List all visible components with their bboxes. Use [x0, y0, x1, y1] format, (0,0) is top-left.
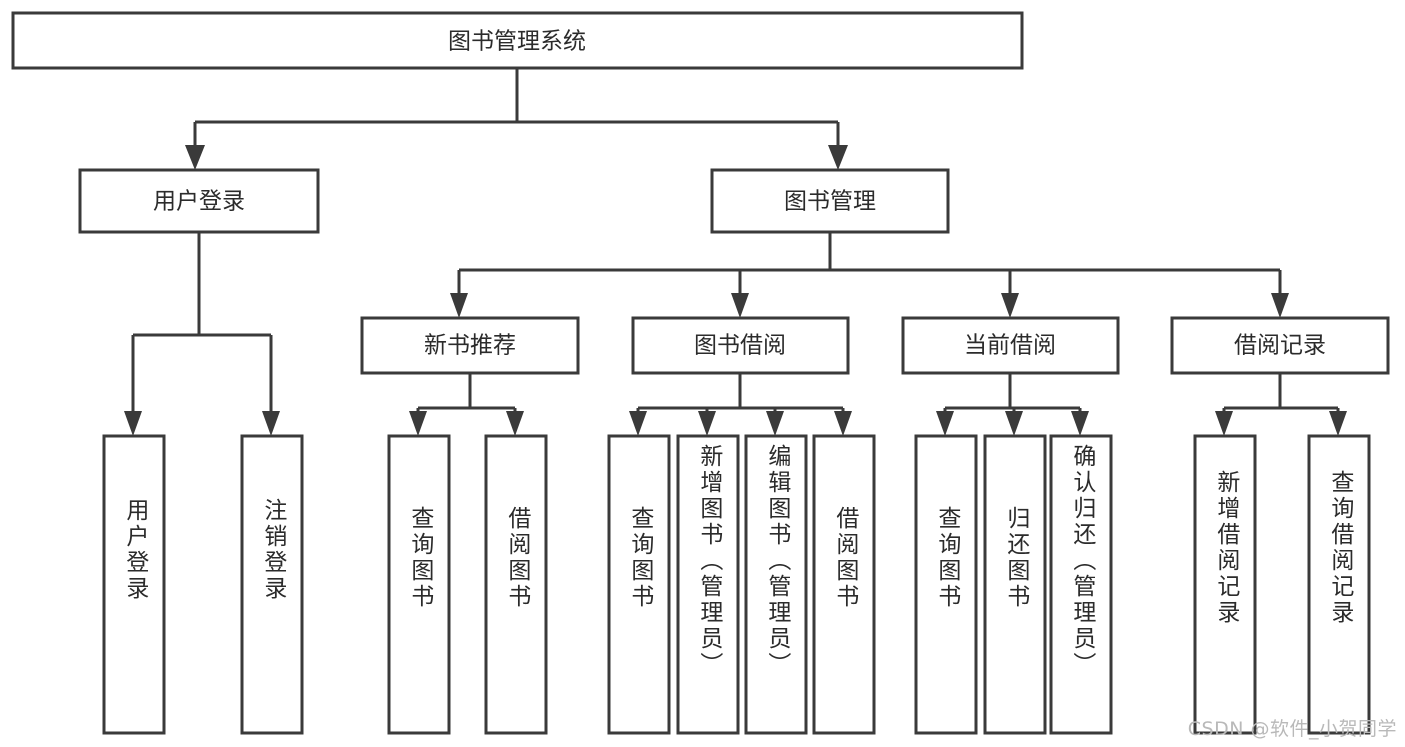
node-user-login[interactable]: 用户登录	[78, 168, 320, 234]
node-current-borrow-label: 当前借阅	[964, 333, 1056, 359]
node-new-book-recommend[interactable]: 新书推荐	[360, 316, 580, 375]
leaf-box-bb-add-book[interactable]	[676, 434, 740, 735]
connectors-book-manage-to-level2	[450, 232, 1289, 318]
node-current-borrow[interactable]: 当前借阅	[901, 316, 1120, 375]
arrow-head-book-borrow	[731, 293, 749, 318]
arrow-head-leaf-nb-borrow	[506, 411, 524, 436]
leaf-boxes-user-login	[102, 434, 304, 735]
connectors-new-book-to-leaves	[409, 373, 524, 436]
node-current-borrow-box[interactable]	[901, 316, 1120, 375]
node-new-book-recommend-box[interactable]	[360, 316, 580, 375]
node-new-book-recommend-label: 新书推荐	[424, 333, 516, 359]
leaf-box-br-query-record[interactable]	[1307, 434, 1371, 735]
node-root-box[interactable]	[11, 11, 1024, 70]
node-root-label: 图书管理系统	[448, 29, 586, 55]
arrow-head-leaf-bb-edit	[766, 411, 784, 436]
node-book-borrow[interactable]: 图书借阅	[631, 316, 850, 375]
node-borrow-record[interactable]: 借阅记录	[1170, 316, 1390, 375]
arrow-head-user-login	[185, 145, 205, 170]
leaf-box-logout[interactable]	[240, 434, 304, 735]
arrow-head-leaf-bb-add	[698, 411, 716, 436]
connectors-root-to-level1	[185, 68, 848, 170]
leaf-box-cb-confirm-return[interactable]	[1049, 434, 1113, 735]
node-user-login-label: 用户登录	[153, 189, 245, 215]
arrow-head-leaf-cb-query	[936, 411, 954, 436]
arrow-head-leaf-nb-query	[409, 411, 427, 436]
leaf-box-user-login[interactable]	[102, 434, 166, 735]
leaf-box-nb-borrow-book[interactable]	[484, 434, 548, 735]
arrow-head-leaf-bb-query	[629, 411, 647, 436]
arrow-head-leaf-cb-confirm	[1071, 411, 1089, 436]
connectors-borrow-record-to-leaves	[1215, 373, 1347, 436]
leaf-boxes-new-book-recommend	[387, 434, 548, 735]
node-book-borrow-label: 图书借阅	[694, 333, 786, 359]
leaf-boxes-book-borrow	[607, 434, 876, 735]
arrow-head-book-manage	[828, 145, 848, 170]
watermark: CSDN @软件_小贺同学	[1187, 718, 1397, 740]
node-borrow-record-box[interactable]	[1170, 316, 1390, 375]
leaf-boxes-borrow-record	[1193, 434, 1371, 735]
leaf-box-cb-query-book[interactable]	[914, 434, 978, 735]
connectors-current-borrow-to-leaves	[936, 373, 1089, 436]
leaf-box-br-add-record[interactable]	[1193, 434, 1257, 735]
node-book-manage-label: 图书管理	[784, 189, 876, 215]
arrow-head-borrow-record	[1271, 293, 1289, 318]
leaf-box-cb-return-book[interactable]	[983, 434, 1047, 735]
node-book-manage-box[interactable]	[710, 168, 950, 234]
leaf-box-bb-borrow-book[interactable]	[812, 434, 876, 735]
arrow-head-leaf-user-login	[124, 411, 142, 436]
node-borrow-record-label: 借阅记录	[1234, 333, 1326, 359]
connectors-user-login-to-leaves	[124, 232, 280, 436]
arrow-head-leaf-br-query	[1329, 411, 1347, 436]
leaf-box-bb-edit-book[interactable]	[744, 434, 808, 735]
node-book-manage[interactable]: 图书管理	[710, 168, 950, 234]
arrow-head-leaf-cb-return	[1005, 411, 1023, 436]
node-book-borrow-box[interactable]	[631, 316, 850, 375]
arrow-head-current-borrow	[1001, 293, 1019, 318]
arrow-head-leaf-logout	[262, 411, 280, 436]
leaf-box-nb-query-book[interactable]	[387, 434, 451, 735]
arrow-head-leaf-bb-borrow	[834, 411, 852, 436]
leaf-boxes-current-borrow	[914, 434, 1113, 735]
arrow-head-leaf-br-add	[1215, 411, 1233, 436]
connectors-book-borrow-to-leaves	[629, 373, 852, 436]
node-user-login-box[interactable]	[78, 168, 320, 234]
leaf-box-bb-query-book[interactable]	[607, 434, 671, 735]
node-root[interactable]: 图书管理系统	[11, 11, 1024, 70]
arrow-head-new-book	[450, 293, 468, 318]
